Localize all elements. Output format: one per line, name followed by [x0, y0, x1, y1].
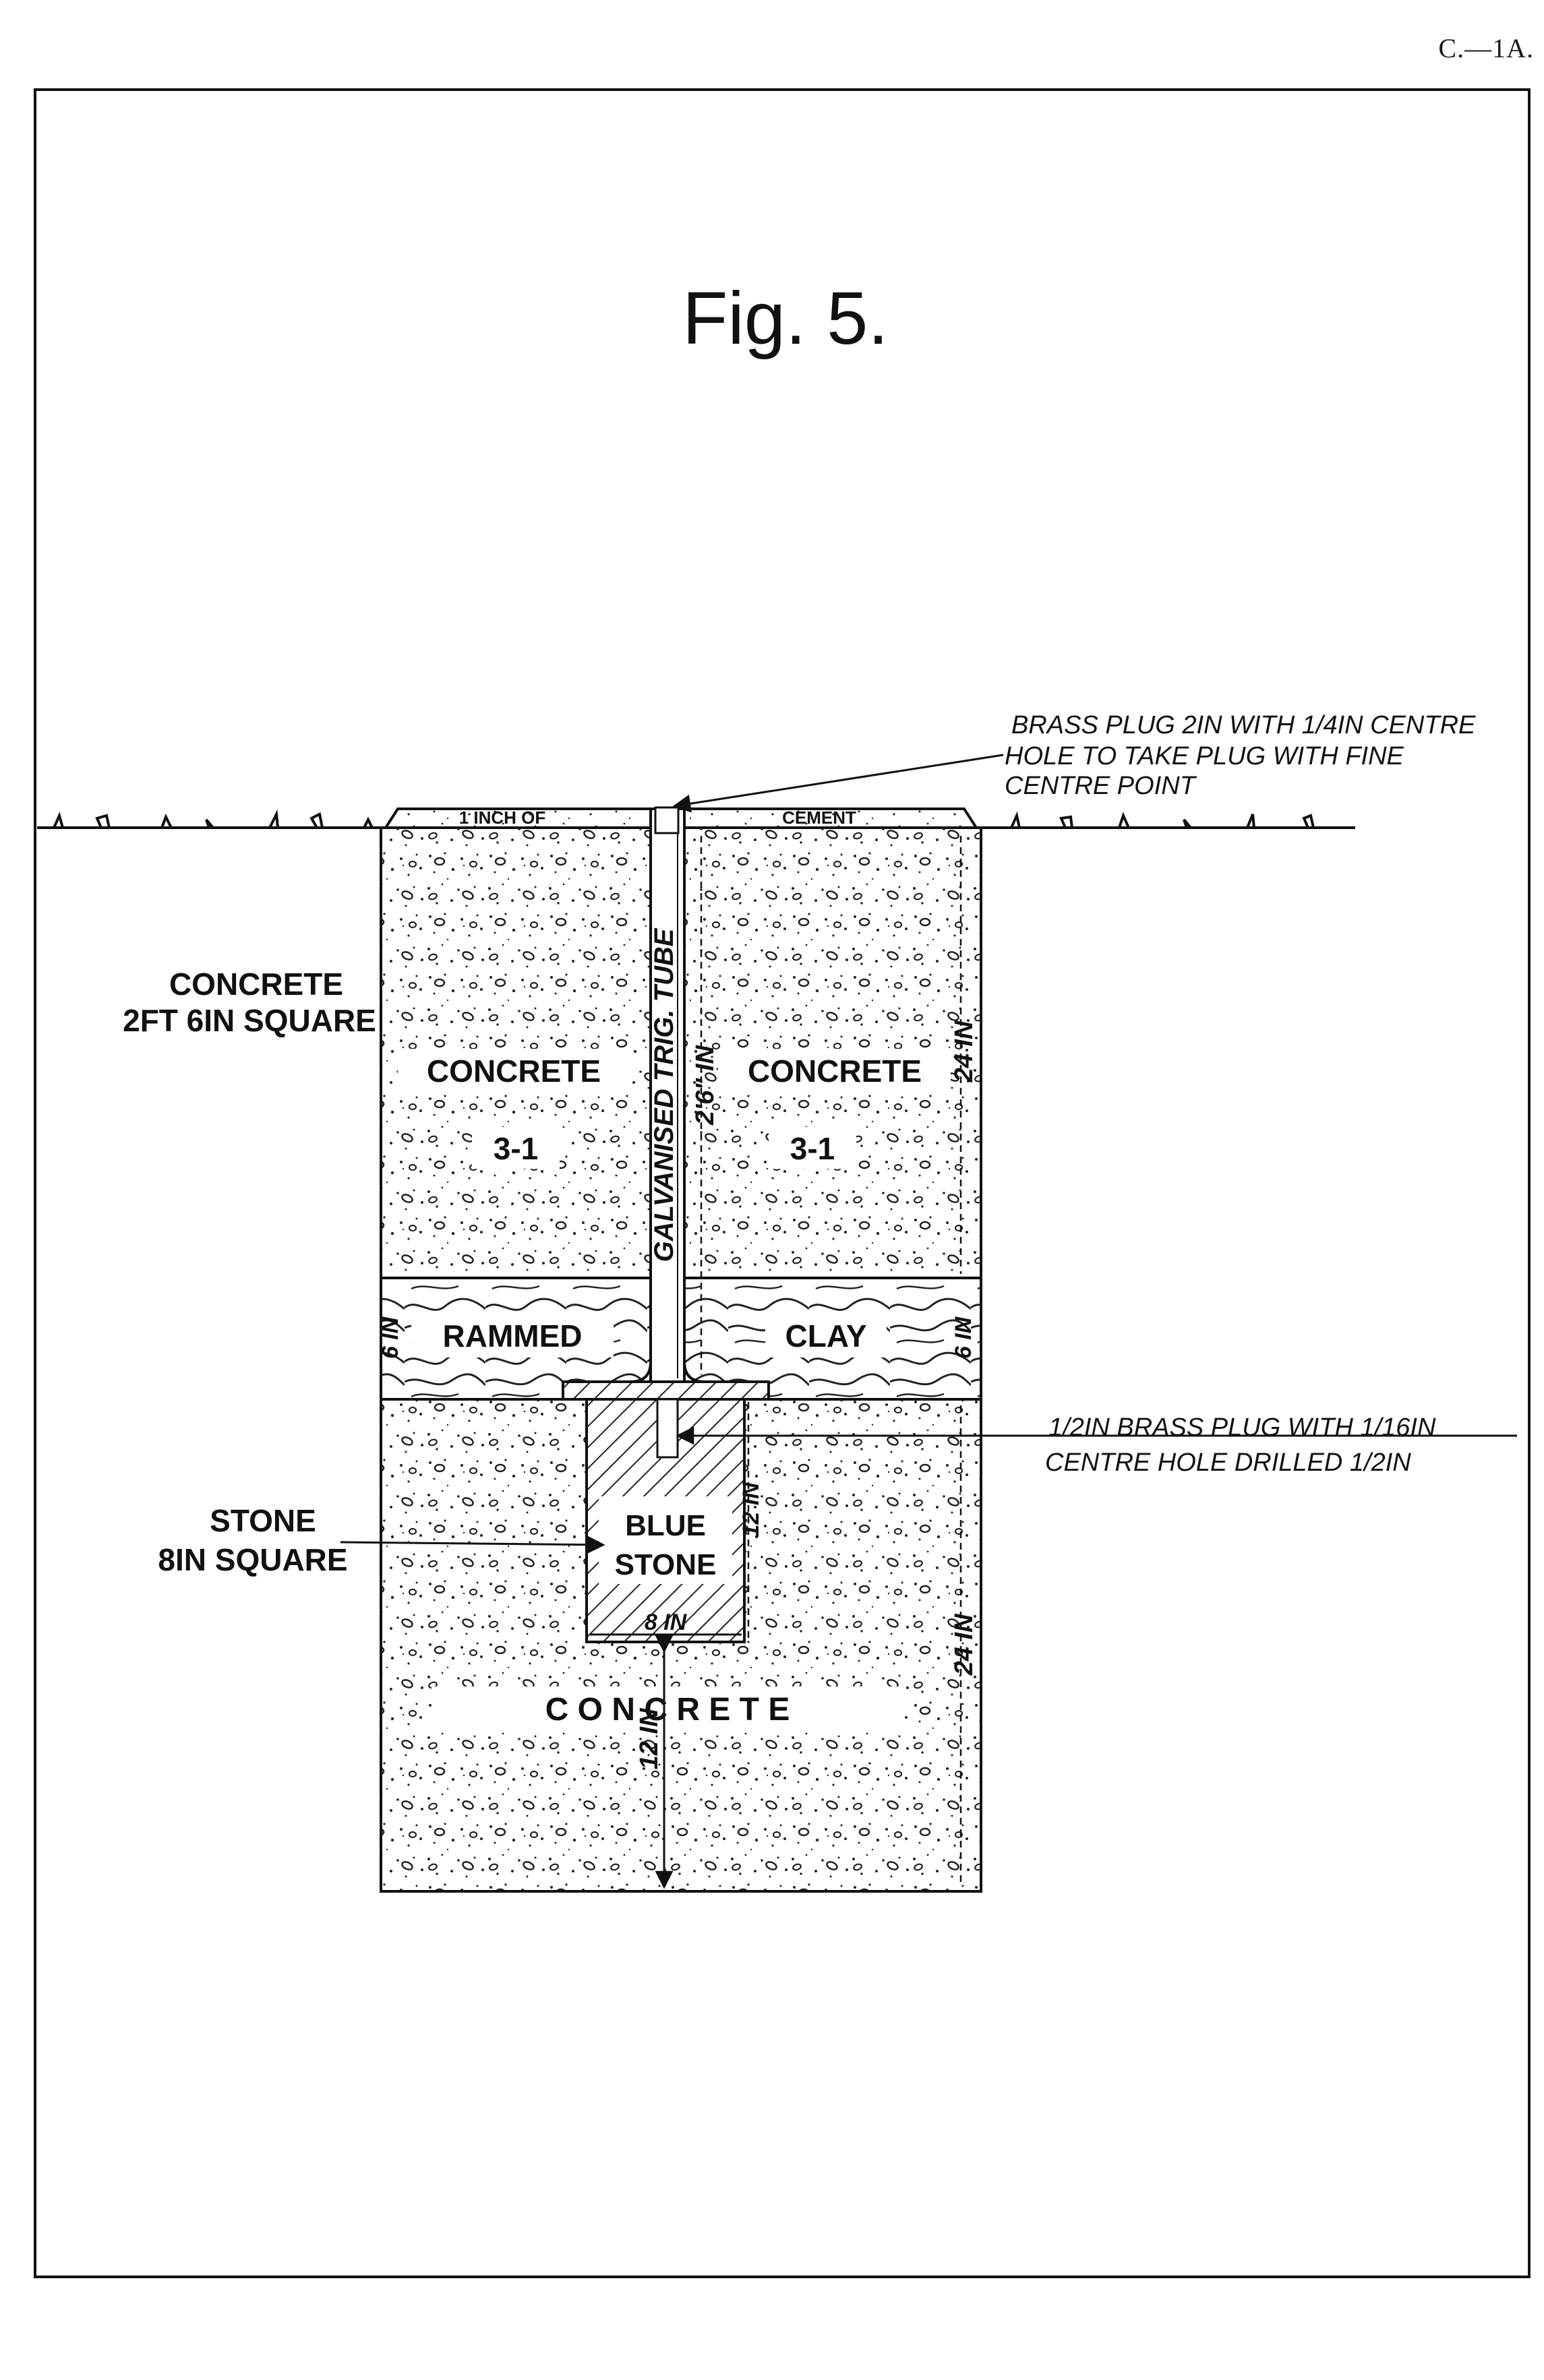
top-annotation-leader — [672, 754, 1004, 813]
below-stone-dim: 12 IN — [635, 1707, 663, 1769]
lower-brass-plug — [656, 1398, 679, 1459]
page-reference: C.—1A. — [1438, 33, 1534, 63]
stone-leader — [340, 1535, 605, 1554]
upper-depth-dim: 24 IN — [950, 1020, 978, 1082]
ground-surface — [37, 809, 1355, 829]
mix-ratio-right: 3-1 — [790, 1131, 835, 1166]
rammed-label: RAMMED — [443, 1318, 583, 1353]
mid-annotation-1: 1/2IN BRASS PLUG WITH 1/16IN — [1048, 1413, 1436, 1442]
side-stone-label-2: 8IN SQUARE — [158, 1542, 347, 1577]
top-annotation-3: CENTRE POINT — [1005, 772, 1197, 800]
top-annotation-1: BRASS PLUG 2IN WITH 1/4IN CENTRE — [1011, 711, 1476, 739]
clay-left-dim: 6 IN — [378, 1316, 403, 1359]
side-stone-label-1: STONE — [210, 1503, 316, 1538]
mix-ratio-left: 3-1 — [494, 1131, 538, 1166]
cement-label-left: 1 INCH OF — [459, 807, 546, 828]
blue-stone-label-1: BLUE — [625, 1509, 706, 1542]
stone-width-dim: 8 IN — [645, 1610, 688, 1635]
mid-annotation-2: CENTRE HOLE DRILLED 1/2IN — [1045, 1448, 1411, 1477]
blue-stone-label-2: STONE — [615, 1548, 717, 1581]
concrete-label-right: CONCRETE — [748, 1054, 922, 1089]
cement-label-right: CEMENT — [782, 807, 856, 828]
side-concrete-label-1: CONCRETE — [169, 967, 343, 1002]
top-annotation-2: HOLE TO TAKE PLUG WITH FINE — [1005, 742, 1404, 770]
tube-length-dim: 2'6" IN — [691, 1045, 719, 1126]
side-concrete-label-2: 2FT 6IN SQUARE — [123, 1003, 376, 1038]
figure-title: Fig. 5. — [682, 277, 889, 360]
tube-base-plate — [562, 1380, 770, 1401]
concrete-label-left: CONCRETE — [427, 1054, 601, 1089]
clay-label: CLAY — [785, 1318, 867, 1353]
stone-height-dim: 12 IN — [738, 1482, 764, 1537]
lower-depth-dim: 24 IN — [950, 1613, 978, 1676]
top-brass-plug — [654, 806, 680, 834]
tube-label: GALVANISED TRIG. TUBE — [649, 927, 679, 1262]
outer-frame — [34, 88, 1531, 2278]
bottom-concrete-label: C O N C R E T E — [545, 1692, 790, 1728]
clay-right-dim: 6 IN — [951, 1316, 976, 1359]
